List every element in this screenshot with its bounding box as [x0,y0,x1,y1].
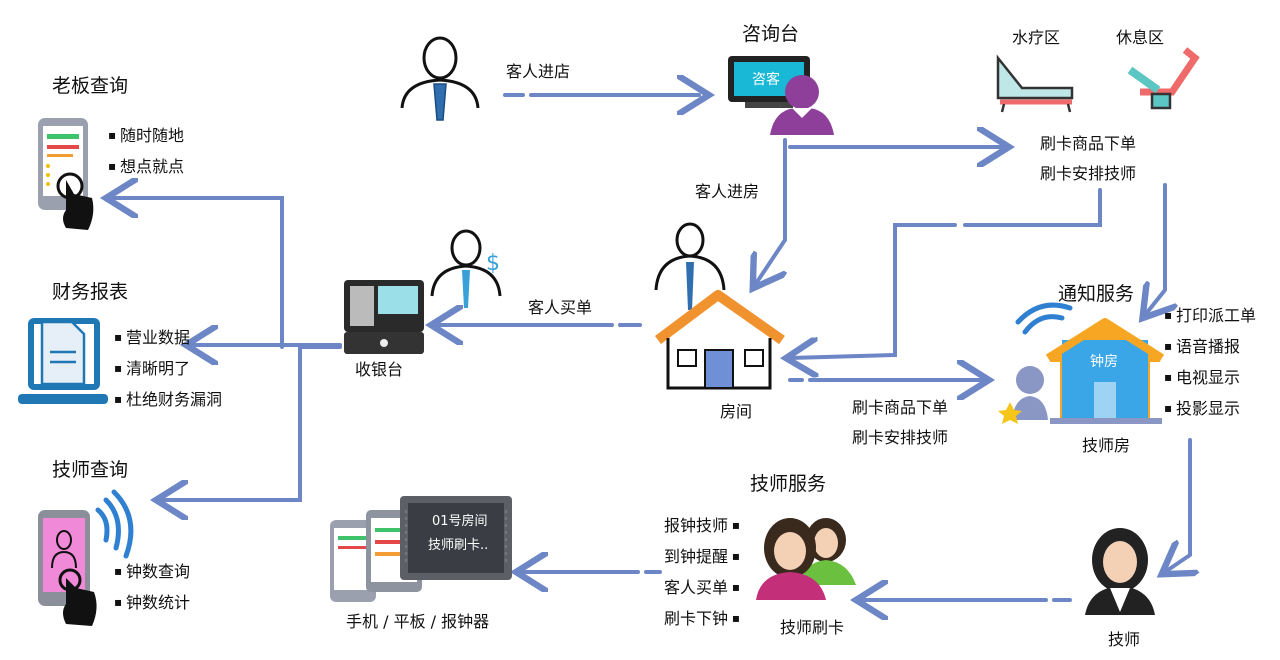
boss-phone-icon [38,118,94,230]
reception-icon [728,56,834,135]
heading-reception: 咨询台 [742,23,800,45]
heading-tech-query: 技师查询 [52,459,129,481]
list-item: 清晰明了 [114,353,222,384]
list-item: 杜绝财务漏洞 [114,384,222,415]
flow-label-top-order: 刷卡商品下单 [1040,134,1137,153]
flow-label-enter-store: 客人进店 [506,62,571,81]
devices-icon [330,496,512,602]
list-item: 钟数统计 [114,587,190,618]
massage-chair-icon [1127,47,1200,110]
list-item: 刷卡下钟 [664,603,740,634]
label-cashier: 收银台 [355,360,404,379]
list-item: 打印派工单 [1164,300,1256,331]
heading-boss-query: 老板查询 [52,75,129,97]
list-item: 钟数查询 [114,556,190,587]
label-technician: 技师 [1108,630,1141,649]
list-item: 电视显示 [1164,362,1256,393]
device-screen-line1: 01号房间 [432,514,488,529]
heading-finance-report: 财务报表 [52,281,129,303]
list-item: 到钟提醒 [664,541,740,572]
arrow-to-boss [110,198,284,349]
tech-query-phone-icon [38,489,134,626]
heading-spa-area: 水疗区 [1012,28,1061,47]
boss-feature-list: 随时随地 想点就点 [108,120,184,182]
flow-label-checkout: 客人买单 [528,298,593,317]
finance-laptop-icon [18,318,108,404]
flow-label-mid-order: 刷卡商品下单 [852,398,949,417]
finance-feature-list: 营业数据 清晰明了 杜绝财务漏洞 [114,322,222,415]
list-item: 投影显示 [1164,393,1256,424]
list-item: 随时随地 [108,120,184,151]
house-icon [654,222,785,390]
list-item: 语音播报 [1164,331,1256,362]
tech-service-list: 报钟技师 到钟提醒 客人买单 刷卡下钟 [664,510,740,634]
tech-room-sign: 钟房 [1090,354,1118,370]
customer-icon [400,36,480,121]
heading-tech-service: 技师服务 [750,473,827,495]
heading-lounge-area: 休息区 [1116,28,1165,47]
tech-service-icon [756,518,856,600]
flow-label-enter-room: 客人进房 [695,182,760,201]
label-room: 房间 [720,402,753,421]
list-item: 营业数据 [114,322,222,353]
heading-notify-service: 通知服务 [1058,283,1135,305]
tech-room-icon [998,302,1165,424]
list-item: 客人买单 [664,572,740,603]
label-tech-room: 技师房 [1082,436,1131,455]
list-item: 想点就点 [108,151,184,182]
cashier-icon: $ [344,229,502,354]
svg-text:$: $ [486,251,500,276]
arrow-techroom-down [1165,438,1190,572]
label-devices: 手机 / 平板 / 报钟器 [346,612,490,631]
tech-query-list: 钟数查询 钟数统计 [114,556,190,618]
spa-lounger-icon [996,54,1074,113]
arrow-spa-down [1145,183,1165,315]
list-item: 报钟技师 [664,510,740,541]
arrow-reception-to-room [755,138,785,285]
device-screen-line2: 技师刷卡.. [428,538,489,553]
flow-label-top-assign: 刷卡安排技师 [1040,164,1137,183]
notify-feature-list: 打印派工单 语音播报 电视显示 投影显示 [1164,300,1256,424]
arrow-spa-to-room [790,188,1102,358]
flow-label-mid-assign: 刷卡安排技师 [852,428,949,447]
label-tech-card: 技师刷卡 [780,618,845,637]
reception-screen-text: 咨客 [752,72,780,88]
technician-icon [1085,528,1155,615]
